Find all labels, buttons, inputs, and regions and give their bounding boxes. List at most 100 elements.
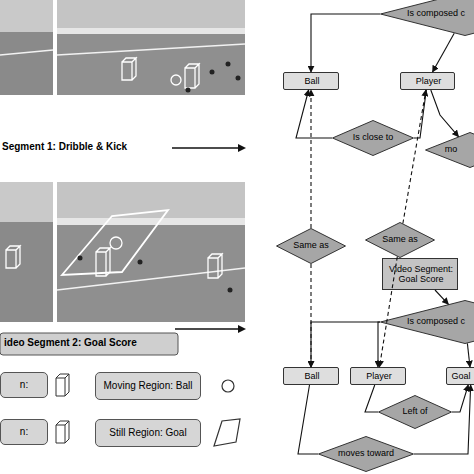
region-box	[96, 248, 110, 276]
time-arrow	[175, 328, 240, 330]
player	[186, 88, 191, 93]
connector	[298, 385, 318, 454]
connector	[452, 385, 468, 412]
player	[138, 260, 143, 265]
video-frame	[0, 0, 53, 95]
frame-stands	[57, 182, 245, 222]
frame-stands	[0, 182, 53, 222]
node-text: mo	[445, 145, 458, 155]
text-area: Ball	[284, 368, 340, 386]
connector	[310, 264, 311, 367]
connector	[414, 385, 471, 454]
decision-diamond: Same as	[276, 228, 346, 264]
pitch-line	[57, 268, 245, 290]
frame-pitch	[0, 222, 53, 322]
frame-pitch	[57, 34, 245, 95]
segment-label: Segment 1: Dribble & Kick	[2, 141, 127, 152]
entity-box: Ball	[283, 367, 339, 385]
text-area: Is composed c	[402, 300, 470, 344]
legend-parallelogram-icon	[214, 419, 240, 446]
decision-diamond: Same as	[365, 222, 435, 258]
decision-diamond: moves toward	[318, 436, 414, 472]
text-area: Goal	[447, 368, 474, 386]
node-text: Is composed c	[407, 317, 465, 327]
label-box	[0, 333, 178, 355]
legend-item: n:	[0, 419, 48, 445]
text-area: moves toward	[318, 436, 414, 472]
node-text: Is composed c	[407, 9, 465, 19]
decision-diamond: Is composed c	[380, 0, 474, 36]
text-area: Player	[401, 73, 456, 91]
legend-text: Moving Region: Ball	[104, 380, 193, 392]
legend-item: n:	[0, 372, 48, 398]
frame-ads	[57, 218, 245, 225]
diamond-shape	[381, 301, 474, 344]
text-area: Same as	[276, 228, 346, 264]
ball-region	[110, 237, 122, 249]
region-box	[6, 246, 20, 268]
diamond-shape	[366, 223, 435, 258]
video-frame	[57, 182, 245, 322]
text-area: Player	[351, 368, 407, 386]
node-text: Goal	[451, 372, 470, 382]
connector	[414, 90, 426, 138]
decision-diamond: mo	[425, 132, 474, 168]
node-text: Is close to	[353, 133, 394, 143]
region-box	[185, 64, 199, 88]
node-text: Ball	[304, 77, 319, 87]
node-text: Left of	[402, 407, 427, 417]
node-text: Same as	[382, 235, 418, 245]
connector	[310, 90, 311, 228]
text-area: Left of	[378, 395, 452, 429]
connector	[433, 33, 455, 72]
node-text: Ball	[304, 372, 319, 382]
entity-box: Player	[350, 367, 406, 385]
diamond-shape	[333, 121, 414, 156]
connector	[296, 90, 332, 138]
text-area: Ball	[284, 73, 340, 91]
entity-box: Player	[400, 72, 455, 90]
connector	[378, 322, 380, 367]
connector	[431, 90, 459, 137]
connector	[365, 385, 378, 412]
diamond-shape	[381, 0, 474, 36]
label-box	[0, 139, 172, 157]
connector	[311, 14, 380, 72]
region-box	[208, 254, 222, 278]
decision-diamond: Left of	[378, 395, 452, 429]
text-area: mo	[431, 132, 471, 168]
connector	[403, 90, 426, 223]
ball-region	[171, 75, 181, 85]
decision-diamond: Is composed c	[380, 300, 474, 344]
pitch-line	[0, 50, 53, 55]
diamond-shape	[426, 133, 474, 168]
legend-text: Still Region: Goal	[109, 427, 186, 439]
video-frame	[0, 182, 53, 322]
node-text: Same as	[293, 241, 329, 251]
frame-ads	[57, 28, 245, 34]
text-area: Is composed c	[402, 0, 470, 36]
legend-text: n:	[20, 379, 28, 391]
pitch-line	[57, 44, 245, 55]
legend-text: n:	[20, 426, 28, 438]
player	[210, 70, 215, 75]
legend-box-icon	[56, 374, 69, 396]
node-text: Video Segment: Goal Score	[383, 265, 459, 285]
player	[226, 62, 231, 67]
player	[236, 76, 241, 81]
arrow-head	[238, 325, 246, 333]
player	[78, 256, 83, 261]
segment-label: ideo Segment 2: Goal Score	[4, 337, 137, 348]
diamond-shape	[277, 229, 346, 264]
legend-item: Still Region: Goal	[95, 419, 201, 447]
arrow-head	[238, 144, 246, 152]
legend-box-icon	[56, 421, 69, 443]
connector	[467, 343, 470, 367]
decision-diamond: Is close to	[332, 120, 414, 156]
text-area: Is close to	[332, 120, 414, 156]
entity-box: Goal	[446, 367, 474, 385]
frame-stands	[0, 0, 53, 32]
legend-circle-icon	[222, 380, 234, 392]
diamond-shape	[319, 437, 414, 472]
